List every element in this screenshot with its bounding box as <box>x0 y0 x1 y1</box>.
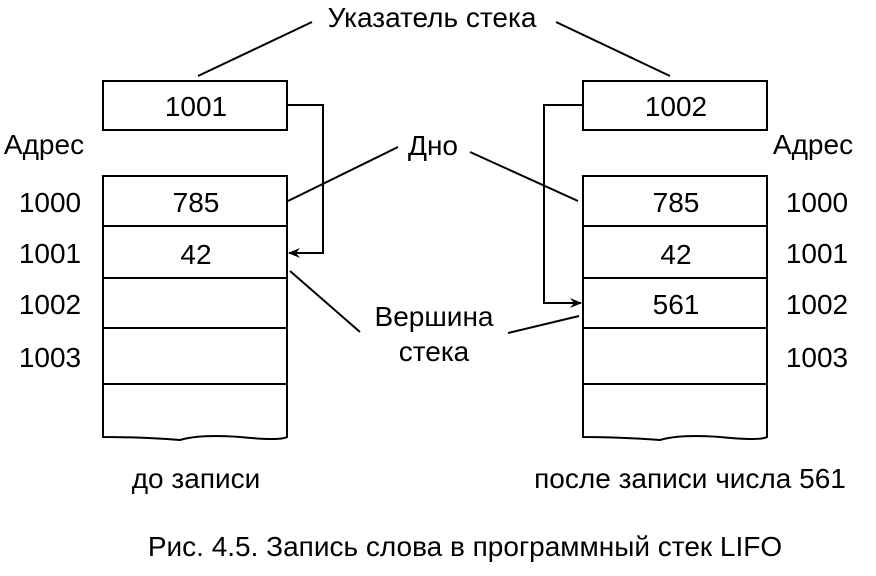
right-address-3: 1003 <box>786 342 848 373</box>
address-header-left: Адрес <box>4 129 84 160</box>
left-address-1: 1001 <box>19 238 81 269</box>
left-pointer-box: 1001 <box>102 80 288 131</box>
top-label-line2: стека <box>399 336 470 367</box>
left-cell-1000: 785 <box>173 187 220 218</box>
right-stack-caption: после записи числа 561 <box>534 463 846 494</box>
left-address-3: 1003 <box>19 342 81 373</box>
right-cell-1002: 561 <box>653 289 700 320</box>
right-stack: 785 42 561 <box>582 175 768 442</box>
left-pointer-arrow <box>287 104 324 258</box>
right-pointer-value: 1002 <box>645 91 707 122</box>
address-header-right: Адрес <box>773 129 853 160</box>
left-cell-1001: 42 <box>180 239 211 270</box>
top-label-line1: Вершина <box>375 301 494 332</box>
right-cell-1001: 42 <box>660 239 691 270</box>
bottom-leader-right <box>469 151 579 202</box>
left-pointer-value: 1001 <box>165 91 227 122</box>
bottom-label: Дно <box>408 130 458 161</box>
top-leader-right <box>507 315 580 334</box>
left-address-0: 1000 <box>19 187 81 218</box>
stack-pointer-leader-left <box>197 21 313 77</box>
bottom-leader-left <box>287 146 399 202</box>
stack-pointer-leader-right <box>555 21 671 77</box>
left-stack-caption: до записи <box>132 463 261 494</box>
figure-caption: Рис. 4.5. Запись слова в программный сте… <box>148 531 782 562</box>
stack-pointer-label: Указатель стека <box>328 2 537 33</box>
right-cell-1000: 785 <box>653 187 700 218</box>
right-pointer-arrow <box>543 104 583 308</box>
right-address-2: 1002 <box>786 289 848 320</box>
right-address-1: 1001 <box>786 238 848 269</box>
top-leader-left <box>289 270 361 333</box>
left-address-2: 1002 <box>19 289 81 320</box>
left-stack-outline <box>102 175 288 442</box>
left-stack: 785 42 <box>102 175 288 442</box>
right-stack-outline <box>582 175 768 442</box>
right-pointer-box: 1002 <box>582 80 768 131</box>
right-address-0: 1000 <box>786 187 848 218</box>
